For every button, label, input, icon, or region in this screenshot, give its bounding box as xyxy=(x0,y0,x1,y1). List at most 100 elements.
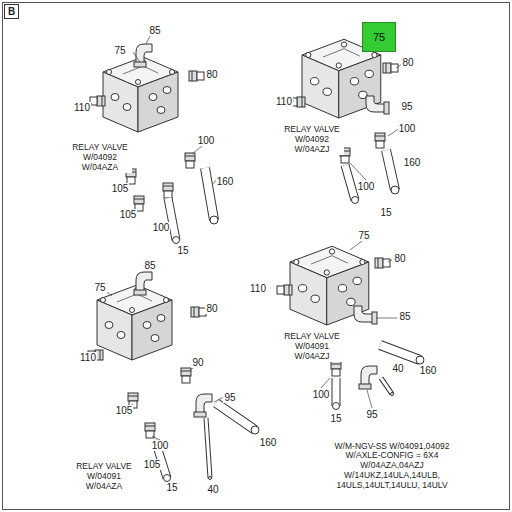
leader-line xyxy=(388,260,392,262)
port xyxy=(298,285,306,292)
tube xyxy=(206,418,212,480)
elbow-fitting xyxy=(354,306,377,324)
port xyxy=(350,78,358,85)
port xyxy=(365,70,373,77)
callout-number: 80 xyxy=(205,69,218,80)
port xyxy=(157,315,165,322)
leader-line xyxy=(367,390,372,408)
callout-number: 80 xyxy=(393,253,406,264)
port xyxy=(143,322,151,329)
bolt xyxy=(306,52,311,57)
applicability-note: W/M-NGV-SS W/04091,04092 W/AXLE-CONFIG =… xyxy=(330,442,454,491)
elbow-fitting xyxy=(134,44,152,67)
callout-number: 15 xyxy=(379,207,392,218)
fitting xyxy=(90,96,105,106)
assembly-caption: RELAY VALVE W/04092 W/04AZJ xyxy=(280,125,344,154)
callout-number: 75 xyxy=(113,45,126,56)
port xyxy=(338,285,346,292)
assembly-caption: RELAY VALVE W/04092 W/04AZA xyxy=(68,143,132,172)
callout-number: 80 xyxy=(401,57,414,68)
leader-line xyxy=(133,52,140,62)
valve-face xyxy=(132,300,172,360)
fitting xyxy=(145,423,155,438)
leader-line xyxy=(376,318,397,319)
callout-number: 110 xyxy=(79,352,97,363)
assembly-caption: RELAY VALVE W/04091 W/04AZJ xyxy=(280,332,344,361)
port xyxy=(157,107,165,114)
callout-number: 95 xyxy=(365,409,378,420)
callout-number: 15 xyxy=(176,245,189,256)
callout-number: 85 xyxy=(143,260,156,271)
elbow-fitting xyxy=(134,272,152,295)
valve-face xyxy=(138,72,178,132)
callout-number: 15 xyxy=(329,413,342,424)
bolt xyxy=(170,70,175,75)
port xyxy=(105,322,113,329)
bolt xyxy=(101,298,106,303)
tube xyxy=(333,378,340,410)
bolt xyxy=(336,63,341,68)
callout-number: 90 xyxy=(191,357,204,368)
node-text: B xyxy=(8,6,15,17)
elbow-fitting xyxy=(359,366,377,389)
bolt xyxy=(329,249,334,254)
bolt xyxy=(294,259,299,264)
callout-number: 95 xyxy=(223,392,236,403)
callout-number: 105 xyxy=(111,183,130,194)
valve-ridge xyxy=(323,49,360,57)
callout-number: 110 xyxy=(275,96,293,107)
drawing xyxy=(88,36,424,482)
bolt xyxy=(341,42,346,47)
callout-number: 100 xyxy=(357,181,376,192)
callout-number: 105 xyxy=(115,405,134,416)
callout-number: 15 xyxy=(165,482,178,493)
callout-number: 75 xyxy=(93,282,106,293)
bolt xyxy=(324,270,329,275)
tube xyxy=(381,378,394,396)
fitting xyxy=(375,133,385,148)
callout-number: 40 xyxy=(391,363,404,374)
port xyxy=(353,277,361,284)
bolt xyxy=(107,70,112,75)
port xyxy=(323,88,331,95)
bolt xyxy=(130,308,135,313)
elbow-fitting xyxy=(366,96,389,114)
tube xyxy=(216,403,259,434)
fitting xyxy=(181,368,191,383)
leader-line xyxy=(321,378,330,388)
bolt xyxy=(372,52,377,57)
bolt xyxy=(360,259,365,264)
callout-number: 110 xyxy=(249,283,267,294)
callout-number: 105 xyxy=(119,209,138,220)
callout-number: 80 xyxy=(205,303,218,314)
callout-number: 100 xyxy=(151,440,170,451)
callout-number: 100 xyxy=(197,135,216,146)
fitting xyxy=(331,361,341,376)
callout-number: 105 xyxy=(143,459,162,470)
callout-number: 160 xyxy=(403,157,422,168)
frame xyxy=(3,3,510,510)
port xyxy=(123,104,131,111)
highlight-callout-box: 75 xyxy=(362,22,396,52)
valve-face xyxy=(103,72,138,132)
callout-number: 110 xyxy=(73,102,91,113)
callout-number: 160 xyxy=(216,176,235,187)
callout-number: 75 xyxy=(357,230,370,241)
fitting xyxy=(189,71,204,81)
leader-line xyxy=(350,241,362,250)
node-text: 75 xyxy=(373,31,385,43)
port xyxy=(163,87,171,94)
leader-line xyxy=(350,163,366,180)
port xyxy=(310,78,318,85)
elbow-fitting xyxy=(194,394,212,417)
callout-number: 160 xyxy=(259,437,278,448)
fitting xyxy=(191,307,206,317)
port xyxy=(151,335,159,342)
port xyxy=(311,295,319,302)
valve-ridge xyxy=(311,256,348,264)
callout-number: 40 xyxy=(206,484,219,495)
callout-number: 85 xyxy=(398,311,411,322)
fitting xyxy=(383,63,398,73)
